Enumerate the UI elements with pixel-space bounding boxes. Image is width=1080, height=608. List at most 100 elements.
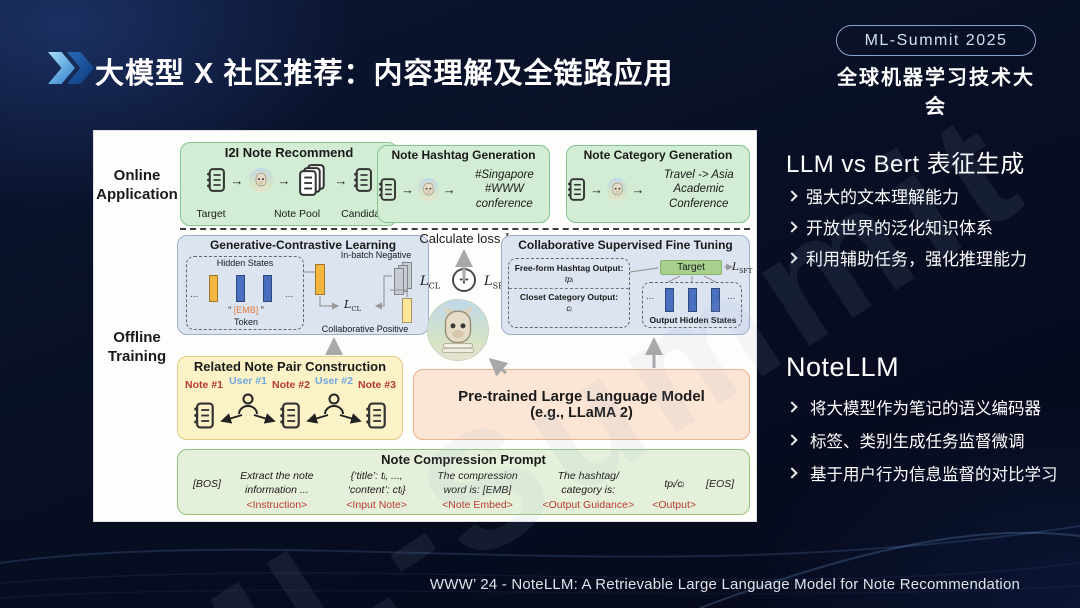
- lsft-label: LSFT: [732, 261, 753, 276]
- target-label: Target: [196, 208, 226, 220]
- note-icon: [353, 167, 373, 193]
- note-pool-icon: [296, 163, 330, 197]
- category-output: Travel -> Asia Academic Conference: [663, 169, 734, 210]
- output-bar: [688, 288, 697, 312]
- output-hidden-states-label: Output Hidden States: [649, 315, 737, 325]
- arrow-right-icon: →: [334, 172, 348, 188]
- note2-label: Note #2: [272, 379, 310, 391]
- category-gen-title: Note Category Generation: [583, 148, 733, 162]
- hashtag-gen-title: Note Hashtag Generation: [391, 148, 536, 162]
- section-llm-vs-bert-title: LLM vs Bert 表征生成: [786, 151, 1025, 178]
- lcl-term: LCL: [420, 274, 441, 291]
- note-compression-prompt-box: Note Compression Prompt [BOS] Extract th…: [177, 449, 750, 515]
- negative-bar: [394, 268, 404, 295]
- bullet-item: 标签、类别生成任务监督微调: [786, 428, 1025, 452]
- note-icon: [279, 401, 301, 430]
- pllm-line1: Pre-trained Large Language Model: [458, 388, 705, 405]
- pllm-line2: (e.g., LLaMA 2): [530, 405, 633, 421]
- notellm-llama-avatar: [427, 299, 489, 361]
- hashtag-output: #Singapore #WWW conference: [474, 169, 534, 210]
- event-badge: ML-Summit 2025: [836, 25, 1036, 56]
- supervised-outputs-group: Free-form Hashtag Output:tpᵢ Closet Cate…: [508, 258, 630, 328]
- arrow-right-icon: →: [590, 182, 603, 198]
- output-hidden-states-group: ... ... Output Hidden States: [642, 282, 742, 328]
- diagram-panel: Online Application Offline Training I2I …: [93, 130, 757, 522]
- user2-label: User #2: [315, 375, 353, 387]
- note-icon: [206, 167, 226, 193]
- hashtag-output-cell: Free-form Hashtag Output:tpᵢ: [514, 263, 624, 285]
- online-offline-divider: [180, 228, 750, 230]
- in-batch-negative-label: In-batch Negative: [340, 250, 412, 260]
- bullet-item: 强大的文本理解能力: [786, 183, 959, 208]
- candidate-label: Candidate: [341, 208, 389, 220]
- plus-circle-icon: +: [452, 268, 476, 292]
- section-notellm-title: NoteLLM: [786, 352, 900, 382]
- arrow-right-icon: →: [230, 172, 244, 188]
- output-bar: [711, 288, 720, 312]
- note-icon: [193, 401, 215, 430]
- token-label: Token: [233, 317, 259, 327]
- prompt-seg-output-guidance: The hashtag/ category is: <Output Guidan…: [542, 470, 635, 512]
- bullet-item: 基于用户行为信息监督的对比学习: [786, 461, 1058, 485]
- chevron-bullet-icon: [786, 189, 798, 202]
- title-chevron-icon: [48, 52, 75, 84]
- arrow-right-icon: →: [442, 182, 456, 198]
- note-icon: [378, 177, 397, 202]
- user-icon: [236, 393, 260, 415]
- prompt-seg-instruction: Extract the note information ... <Instru…: [240, 470, 314, 512]
- chevron-bullet-icon: [786, 220, 798, 233]
- emb-token-label: “ [EMB] ”: [228, 305, 264, 315]
- target-pill: Target: [660, 260, 722, 275]
- output-bar: [665, 288, 674, 312]
- note-icon: [365, 401, 387, 430]
- online-application-label: Online Application: [96, 167, 178, 203]
- chevron-bullet-icon: [786, 251, 798, 264]
- prompt-seg-input-note: {‘title’: tᵢ, ..., ‘content’: ctᵢ} <Inpu…: [346, 470, 408, 512]
- prompt-title: Note Compression Prompt: [381, 452, 546, 467]
- i2i-title: I2I Note Recommend: [224, 145, 354, 160]
- related-title: Related Note Pair Construction: [193, 359, 387, 374]
- prompt-seg-output: tpᵢ/cᵢ <Output>: [652, 478, 697, 511]
- i2i-note-recommend-box: I2I Note Recommend → → → Target Note Poo…: [180, 142, 398, 226]
- bullet-item: 利用辅助任务，强化推理能力: [786, 245, 1027, 270]
- hidden-states-group: Hidden States ... ... “ [EMB] ” Token: [186, 256, 304, 330]
- note-hashtag-generation-box: Note Hashtag Generation → → #Singapore #…: [377, 145, 550, 223]
- page-title: 大模型 X 社区推荐：内容理解及全链路应用: [95, 58, 674, 90]
- offline-training-label: Offline Training: [107, 329, 167, 365]
- user1-label: User #1: [229, 375, 267, 387]
- note1-label: Note #1: [185, 379, 223, 391]
- llama-icon: [248, 168, 273, 192]
- csft-title: Collaborative Supervised Fine Tuning: [518, 238, 733, 252]
- conference-name: 全球机器学习技术大会: [837, 67, 1035, 118]
- pooled-embedding-bar: [315, 264, 325, 295]
- citation-footer: WWW’ 24 - NoteLLM: A Retrievable Large L…: [429, 576, 1021, 593]
- prompt-seg-note-embed: The compression word is: [EMB] <Note Emb…: [437, 470, 518, 512]
- lsft-term: LSFT: [484, 274, 509, 291]
- arrow-right-icon: →: [401, 182, 414, 198]
- collaborative-positive-bar: [402, 298, 412, 323]
- hidden-bar: [263, 275, 272, 302]
- category-output-cell: Closet Category Output:cᵢ: [519, 292, 619, 314]
- chevron-bullet-icon: [786, 401, 798, 413]
- hidden-bar: [236, 275, 245, 302]
- pretrained-llm-box: Pre-trained Large Language Model (e.g., …: [413, 369, 750, 440]
- ellipsis: ...: [727, 291, 736, 302]
- emb-hidden-bar: [209, 275, 218, 302]
- note-pool-label: Note Pool: [273, 208, 321, 220]
- llama-icon: [418, 178, 439, 202]
- collaborative-positive-label: Collaborative Positive: [321, 324, 409, 334]
- bullet-item: 开放世界的泛化知识体系: [786, 214, 993, 239]
- ellipsis: ...: [190, 289, 199, 300]
- background-waves: [0, 525, 1080, 608]
- hidden-states-label: Hidden States: [216, 258, 274, 268]
- bos-token: [BOS]: [192, 478, 221, 490]
- collaborative-sft-box: Collaborative Supervised Fine Tuning Fre…: [501, 235, 753, 335]
- arrow-right-icon: →: [631, 182, 645, 198]
- eos-token: [EOS]: [706, 478, 735, 490]
- lcl-loss-label: LCL: [344, 298, 362, 314]
- llama-icon: [607, 178, 628, 202]
- related-note-pair-box: Related Note Pair Construction Note #1 U…: [177, 356, 403, 440]
- chevron-bullet-icon: [786, 434, 798, 446]
- bullet-item: 将大模型作为笔记的语义编码器: [786, 395, 1041, 419]
- user-icon: [322, 393, 346, 415]
